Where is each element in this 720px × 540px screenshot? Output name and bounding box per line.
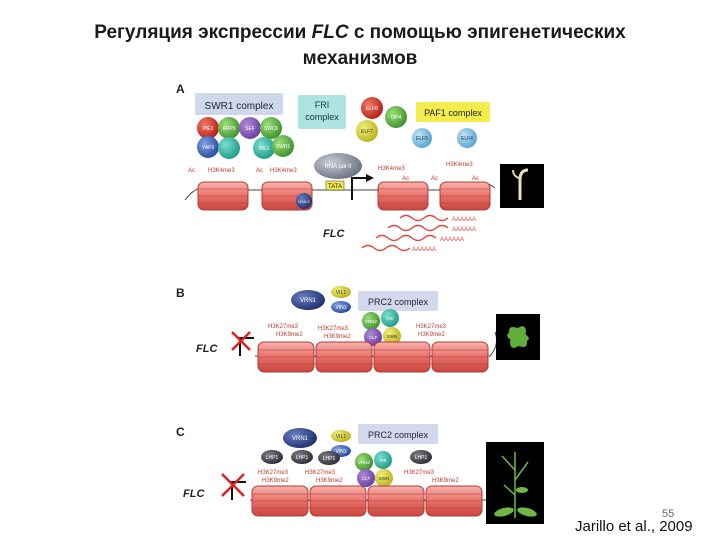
panel-b-letter: B — [176, 286, 185, 300]
transcript-wave — [388, 226, 448, 231]
flc-gene-label-c: FLC — [183, 488, 205, 500]
prc2-subunit-label: FIE — [379, 458, 386, 463]
swr1-subunits: PIE1 ARP6 SEF SWC6 YAF9 PIE1 SWR1 — [197, 117, 294, 159]
prc2-complex-label: PRC2 complex — [368, 297, 429, 307]
vin3-label: VIN3 — [335, 305, 346, 311]
swr1-subunit-label: SWC6 — [264, 126, 279, 132]
prc2-subunit-label: CLF — [369, 335, 378, 340]
panel-b: B VRN1 VIL1 VIN3 PRC2 complex VRN2 FIE C… — [176, 286, 540, 372]
rna-polymerase-label: RNA pol II — [324, 164, 351, 170]
polya-tail-label: AAAAAA — [412, 247, 436, 253]
mark-label: H3K27me3 — [404, 470, 435, 476]
mark-label: H3K27me3 — [305, 470, 336, 476]
mark-label: H3K27me3 — [318, 326, 349, 332]
polya-tail-label: AAAAAA — [452, 217, 476, 223]
flc-gene-label-b: FLC — [196, 343, 218, 355]
nucleosomes-c — [252, 486, 482, 516]
fri-complex-label-1: FRI — [315, 100, 330, 110]
paf1-complex-label: PAF1 complex — [424, 108, 482, 118]
polya-tails: AAAAAA AAAAAA AAAAAA AAAAAA — [412, 217, 476, 253]
swr1-subunit-yaf9b — [218, 137, 240, 159]
mark-label: Ac — [431, 176, 438, 182]
swr1-subunit-label: SEF — [245, 126, 255, 132]
transcription-arrow-head — [366, 174, 374, 182]
prc2-subunits-b: VRN2 FIE CLF SWN — [362, 309, 401, 346]
swr1-complex-label: SWR1 complex — [205, 101, 274, 112]
lhp1-label: LHP1 — [323, 456, 336, 462]
mark-label: H3K27me3 — [258, 470, 289, 476]
vrn1-label: VRN1 — [300, 298, 317, 304]
swr1-subunit-label: YAF9 — [202, 145, 214, 151]
mark-label: H3K9me2 — [432, 478, 459, 484]
vrn1-label: VRN1 — [292, 436, 309, 442]
mark-label: H3K27me3 — [268, 324, 299, 330]
mark-label: H3K4me3 — [378, 166, 405, 172]
mark-label: Ac — [188, 168, 195, 174]
prc2-subunit-label: VRN2 — [365, 319, 378, 324]
mark-label: Ac — [256, 168, 263, 174]
h2az-label: H2A.Z — [298, 199, 310, 204]
mark-label: H3K9me2 — [262, 478, 289, 484]
mark-label: H3K9me2 — [276, 332, 303, 338]
flc-gene-label-a: FLC — [323, 228, 345, 240]
panel-a-letter: A — [176, 82, 185, 96]
panel-b-marks: H3K27me3 H3K9me2 H3K27me3 H3K9me2 H3K27m… — [268, 324, 447, 340]
prc2-subunit-label: SWN — [379, 476, 390, 481]
prc2-subunit-label: FIE — [386, 316, 393, 321]
mark-label: H3K9me2 — [324, 334, 351, 340]
paf1-subunit-label: ELF8 — [366, 106, 378, 112]
swr1-subunit-label: SWR1 — [276, 144, 291, 150]
mark-label: H3K4me3 — [446, 162, 473, 168]
panel-a: A SWR1 complex PIE1 ARP6 SEF SWC6 YAF9 P… — [176, 82, 544, 253]
transcript-wave — [400, 216, 448, 221]
paf1-subunit-label: VIP4 — [391, 115, 402, 121]
swr1-subunit-label: PIE1 — [203, 126, 214, 132]
panel-c-letter: C — [176, 425, 185, 439]
citation: Jarillo et al., 2009 — [575, 518, 693, 535]
transcription-start-arrow — [352, 178, 366, 200]
transcript-wave — [362, 246, 410, 251]
lhp1-label: LHP1 — [296, 455, 309, 461]
mark-label: Ac — [472, 176, 479, 182]
prc2-subunit-label: CLF — [362, 476, 371, 481]
mark-label: H3K4me3 — [208, 168, 235, 174]
paf1-subunit-label: ELF4 — [461, 136, 473, 142]
mark-label: Ac — [402, 176, 409, 182]
tata-box-label: TATA — [328, 184, 342, 190]
prc2-subunit-label: VRN2 — [358, 460, 371, 465]
vil1-label: VIL1 — [336, 290, 347, 296]
mark-label: H3K9me2 — [316, 478, 343, 484]
panel-c: C VRN1 VIL1 VIN3 PRC2 complex LHP1 LHP1 … — [176, 424, 544, 524]
polya-tail-label: AAAAAA — [452, 227, 476, 233]
swr1-subunit-label: ARP6 — [222, 126, 235, 132]
lhp1-label: LHP1 — [415, 455, 428, 461]
fri-complex-label-2: complex — [305, 112, 339, 122]
lhp1-label: LHP1 — [266, 455, 279, 461]
vil1-label: VIL1 — [336, 434, 347, 440]
flc-transcripts — [362, 216, 448, 251]
prc2-subunit-label: SWN — [387, 334, 398, 339]
transcript-wave — [376, 236, 436, 241]
paf1-subunit-label: ELF5 — [416, 136, 428, 142]
paf1-subunit-label: ELF7 — [361, 129, 373, 135]
swr1-subunit-label: PIE1 — [259, 146, 270, 152]
prc2-complex-label: PRC2 complex — [368, 430, 429, 440]
mark-label: H3K27me3 — [416, 324, 447, 330]
nucleosomes-b — [258, 342, 488, 372]
mark-label: H3K4me3 — [270, 168, 297, 174]
polya-tail-label: AAAAAA — [440, 237, 464, 243]
mark-label: H3K9me2 — [418, 332, 445, 338]
prc2-subunits-c: VRN2 FIE CLF SWN — [355, 451, 393, 487]
